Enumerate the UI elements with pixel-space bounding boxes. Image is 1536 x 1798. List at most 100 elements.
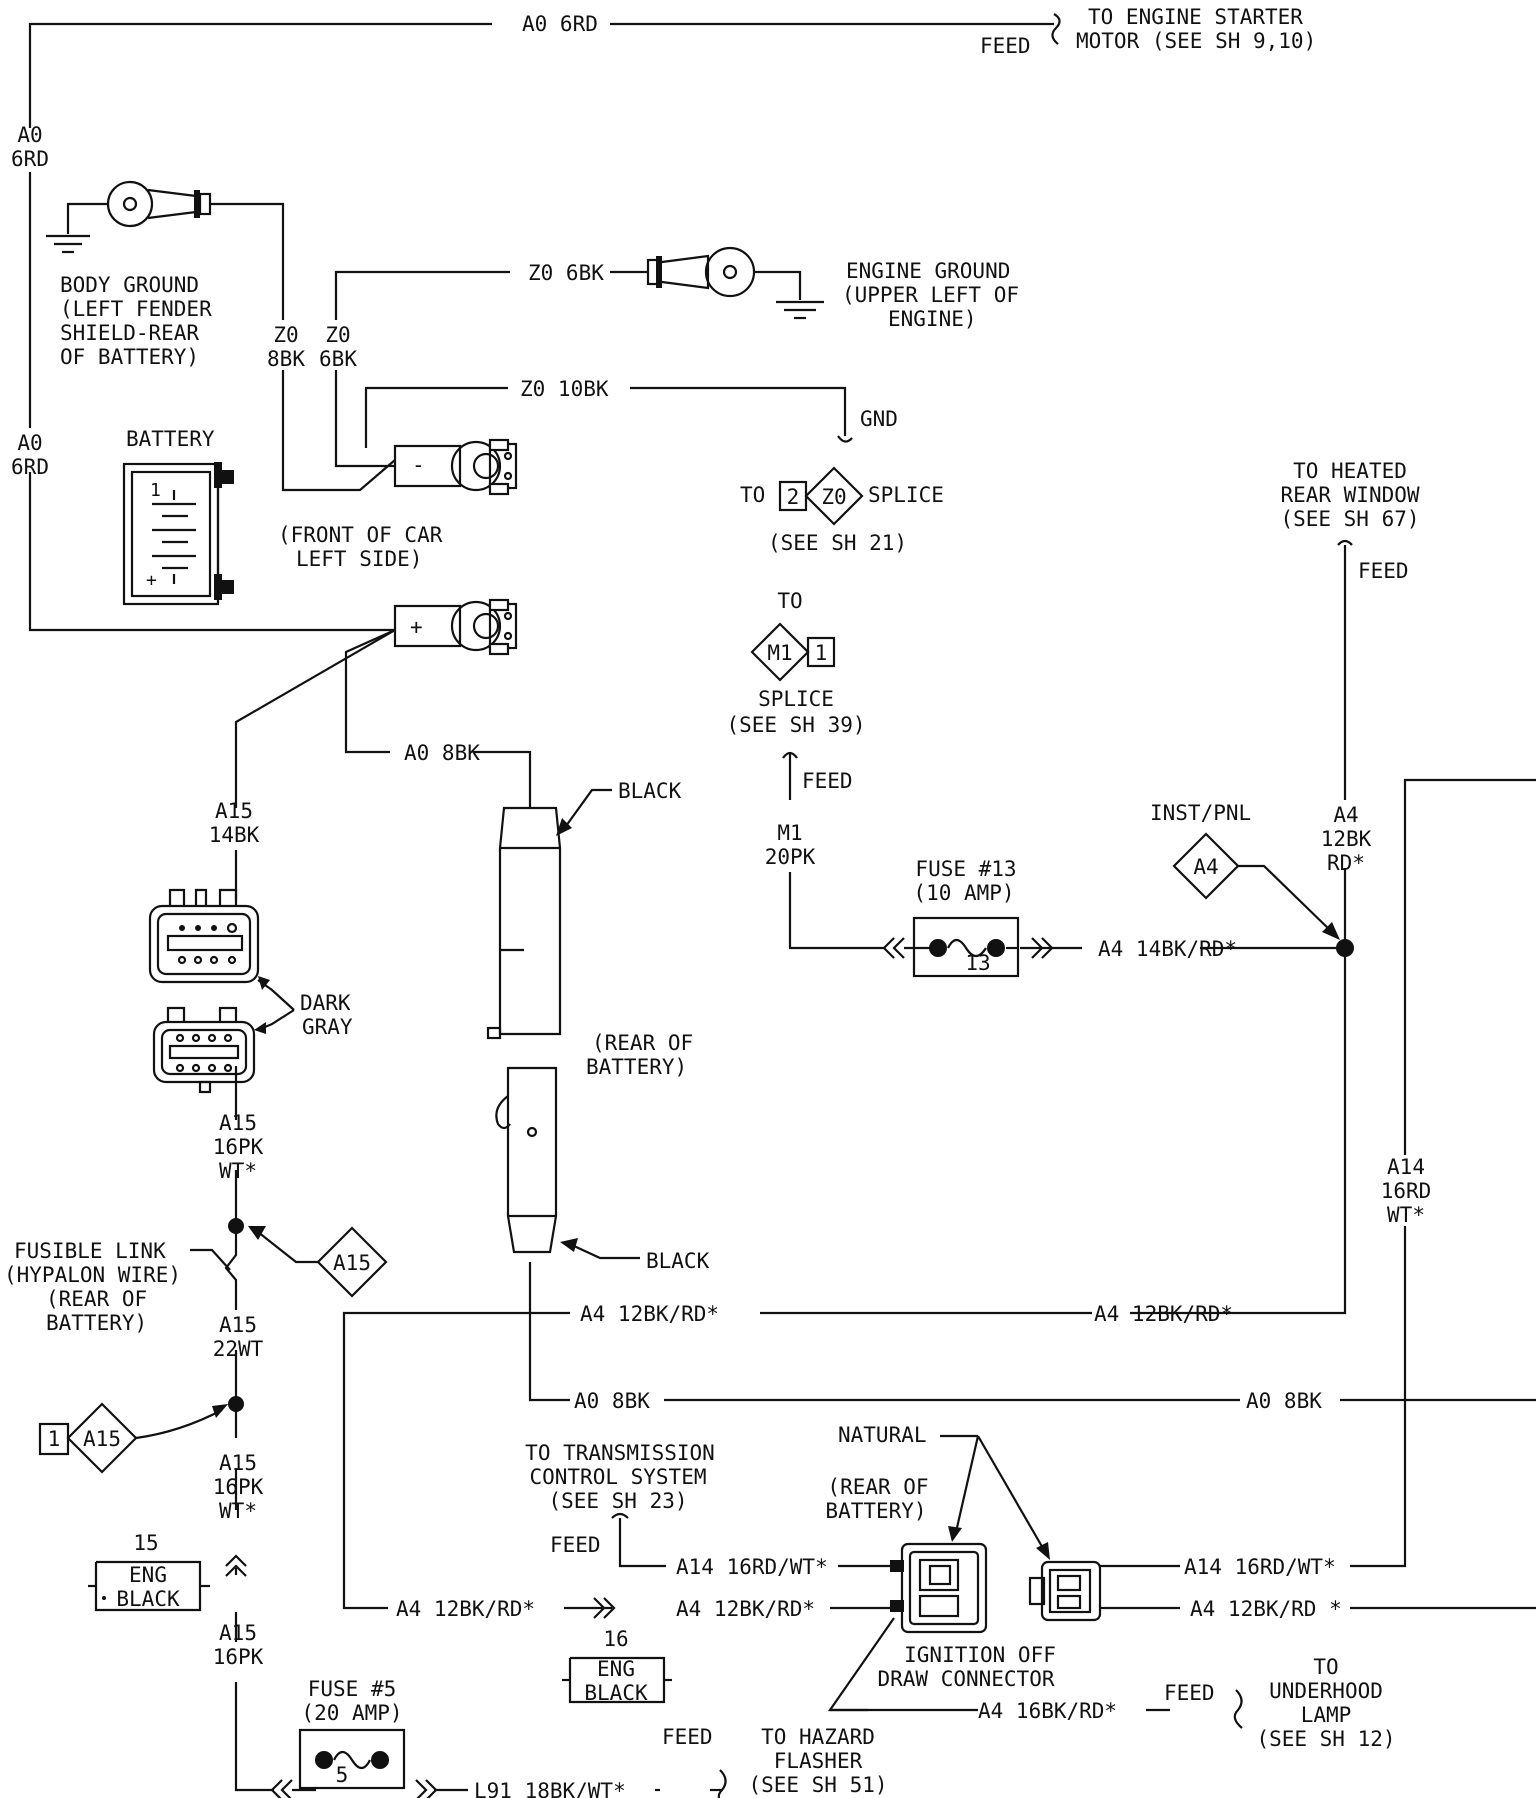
negative-terminal-sign: - (412, 453, 425, 477)
wire-label-a4-12bk-4: A4 12BK/RD* (676, 1597, 815, 1621)
wire-label-a0-left-2b: 6RD (11, 455, 49, 479)
underhood-dest-3: LAMP (1301, 1703, 1352, 1727)
front-left-label-2: LEFT SIDE) (296, 547, 422, 571)
c15-connector (88, 1554, 247, 1612)
battery-cell-1: 1 (150, 480, 161, 501)
starter-feed-label: FEED (980, 34, 1031, 58)
starter-destination-line1: TO ENGINE STARTER (1088, 5, 1303, 29)
z0-splice-label: SPLICE (868, 483, 944, 507)
wire-label-a0-8bk-1: A0 8BK (404, 741, 480, 765)
battery-label: BATTERY (126, 427, 215, 451)
underhood-dest-1: TO (1313, 1655, 1338, 1679)
c15-line1: ENG (129, 1563, 167, 1587)
heated-window-line3: (SEE SH 67) (1280, 507, 1419, 531)
engine-ground-label-2: (UPPER LEFT OF (842, 283, 1019, 307)
battery-symbol (122, 462, 234, 606)
wire-a4-12bk-v (1130, 539, 1353, 1315)
hazard-break-mark (717, 1769, 727, 1798)
rear-battery-2-line2: BATTERY) (825, 1499, 926, 1523)
z0-splice-sheet: (SEE SH 21) (768, 531, 907, 555)
fusible-link-2: (HYPALON WIRE) (4, 1263, 181, 1287)
m1-splice-id: M1 (767, 641, 792, 665)
wire-label-a15-22wt-a: A15 (219, 1313, 257, 1337)
starter-destination-line2: MOTOR (SEE SH 9,10) (1076, 29, 1316, 53)
underhood-dest-4: (SEE SH 12) (1256, 1727, 1395, 1751)
a15-splice-link-left (135, 1409, 223, 1440)
wire-label-a15-16pk-wt-2b: 16PK (213, 1475, 264, 1499)
in-line-arrows (593, 1597, 616, 1619)
natural-label: NATURAL (838, 1423, 927, 1447)
wire-label-l91: L91 18BK/WT* (474, 1779, 626, 1798)
dark-gray-label-1: DARK (300, 991, 351, 1015)
hazard-dest-2: FLASHER (774, 1749, 863, 1773)
wire-label-a14-16rd-1: A14 16RD/WT* (676, 1555, 828, 1579)
a15-splice-id-left: A15 (83, 1427, 121, 1451)
wire-label-a0-8bk-2: A0 8BK (574, 1389, 650, 1413)
wire-label-a4-14bk: A4 14BK/RD* (1098, 937, 1237, 961)
a15-splice-dot-lower (228, 1396, 244, 1412)
a15-splice-diamond-right (316, 1226, 388, 1298)
wire-label-a15-14bk-a: A15 (215, 799, 253, 823)
heated-window-line2: REAR WINDOW (1280, 483, 1419, 507)
wire-label-a0-6rd-top: A0 6RD (522, 12, 598, 36)
front-left-label-1: (FRONT OF CAR (278, 523, 443, 547)
wire-label-m1-a: M1 (777, 821, 802, 845)
z0-splice-pin: 2 (787, 485, 800, 509)
c16-connector (562, 1656, 672, 1704)
fuse13-title-2: (10 AMP) (913, 881, 1014, 905)
starter-break-mark (1051, 13, 1061, 45)
a15-splice-dot-upper (228, 1218, 244, 1234)
fusible-link-3: (REAR OF (46, 1287, 147, 1311)
m1-splice-pin: 1 (815, 641, 828, 665)
fuse13-symbol (882, 916, 1054, 978)
wire-a14-16rd-v (1100, 778, 1536, 1568)
body-ground-terminal (46, 180, 212, 254)
wire-label-a15-14bk-b: 14BK (209, 823, 260, 847)
transmission-dest-1: TO TRANSMISSION (525, 1441, 715, 1465)
c15-number: 15 (133, 1531, 158, 1555)
transmission-feed: FEED (550, 1533, 601, 1557)
wire-label-a14-v-a: A14 (1387, 1155, 1425, 1179)
ignition-off-connector-right (1028, 1560, 1102, 1622)
wire-label-z0-6bk-b: 6BK (319, 347, 357, 371)
m1-splice-sheet: (SEE SH 39) (726, 713, 865, 737)
wire-label-a4-12bk-1: A4 12BK/RD* (580, 1302, 719, 1326)
positive-terminal-sign: + (410, 615, 423, 639)
ignition-off-lines (827, 1617, 895, 1712)
wire-label-a14-16rd-2: A14 16RD/WT* (1184, 1555, 1336, 1579)
wire-z0-8bk (210, 202, 396, 492)
wire-label-a15-16pk-wt-2c: WT* (219, 1499, 257, 1523)
wire-z0-10bk (364, 386, 853, 448)
wire-label-a15-16pk-wt-2a: A15 (219, 1451, 257, 1475)
wire-label-z0-6bk-top: Z0 6BK (528, 261, 604, 285)
heated-window-line1: TO HEATED (1293, 459, 1407, 483)
wire-label-a0-left-2a: A0 (17, 431, 42, 455)
wire-label-a0-left-1a: A0 (17, 123, 42, 147)
a4-splice-id: A4 (1193, 855, 1218, 879)
gnd-label: GND (860, 407, 898, 431)
wire-label-a4-12bk-3: A4 12BK/RD* (396, 1597, 535, 1621)
wire-label-z0-10bk: Z0 10BK (520, 377, 609, 401)
dark-gray-connector-lower (152, 1006, 256, 1094)
wire-label-a15-16pk-wt-1a: A15 (219, 1111, 257, 1135)
rear-battery-1-line1: (REAR OF (592, 1031, 693, 1055)
a15-splice-link-right (257, 1231, 318, 1264)
inst-pnl-label: INST/PNL (1150, 801, 1251, 825)
hazard-dest-3: (SEE SH 51) (748, 1773, 887, 1797)
z0-splice-id: Z0 (821, 485, 846, 509)
wire-label-a15-16pk-a: A15 (219, 1621, 257, 1645)
wire-label-a14-v-b: 16RD (1381, 1179, 1432, 1203)
engine-ground-label-3: ENGINE) (888, 307, 977, 331)
m1-feed-label: FEED (802, 769, 853, 793)
black-connector-lower (495, 1066, 640, 1260)
underhood-break-mark (1233, 1689, 1243, 1729)
wire-label-z0-8bk-b: 8BK (267, 347, 305, 371)
dark-gray-label-2: GRAY (302, 1015, 353, 1039)
wire-label-a14-v-c: WT* (1387, 1203, 1425, 1227)
m1-splice-label: SPLICE (758, 687, 834, 711)
wire-label-a4-12bk-v-b: 12BK (1321, 827, 1372, 851)
fusible-link-4: BATTERY) (46, 1311, 147, 1335)
black-label-1: BLACK (618, 779, 682, 803)
wire-a0-8bk (344, 628, 1536, 1402)
